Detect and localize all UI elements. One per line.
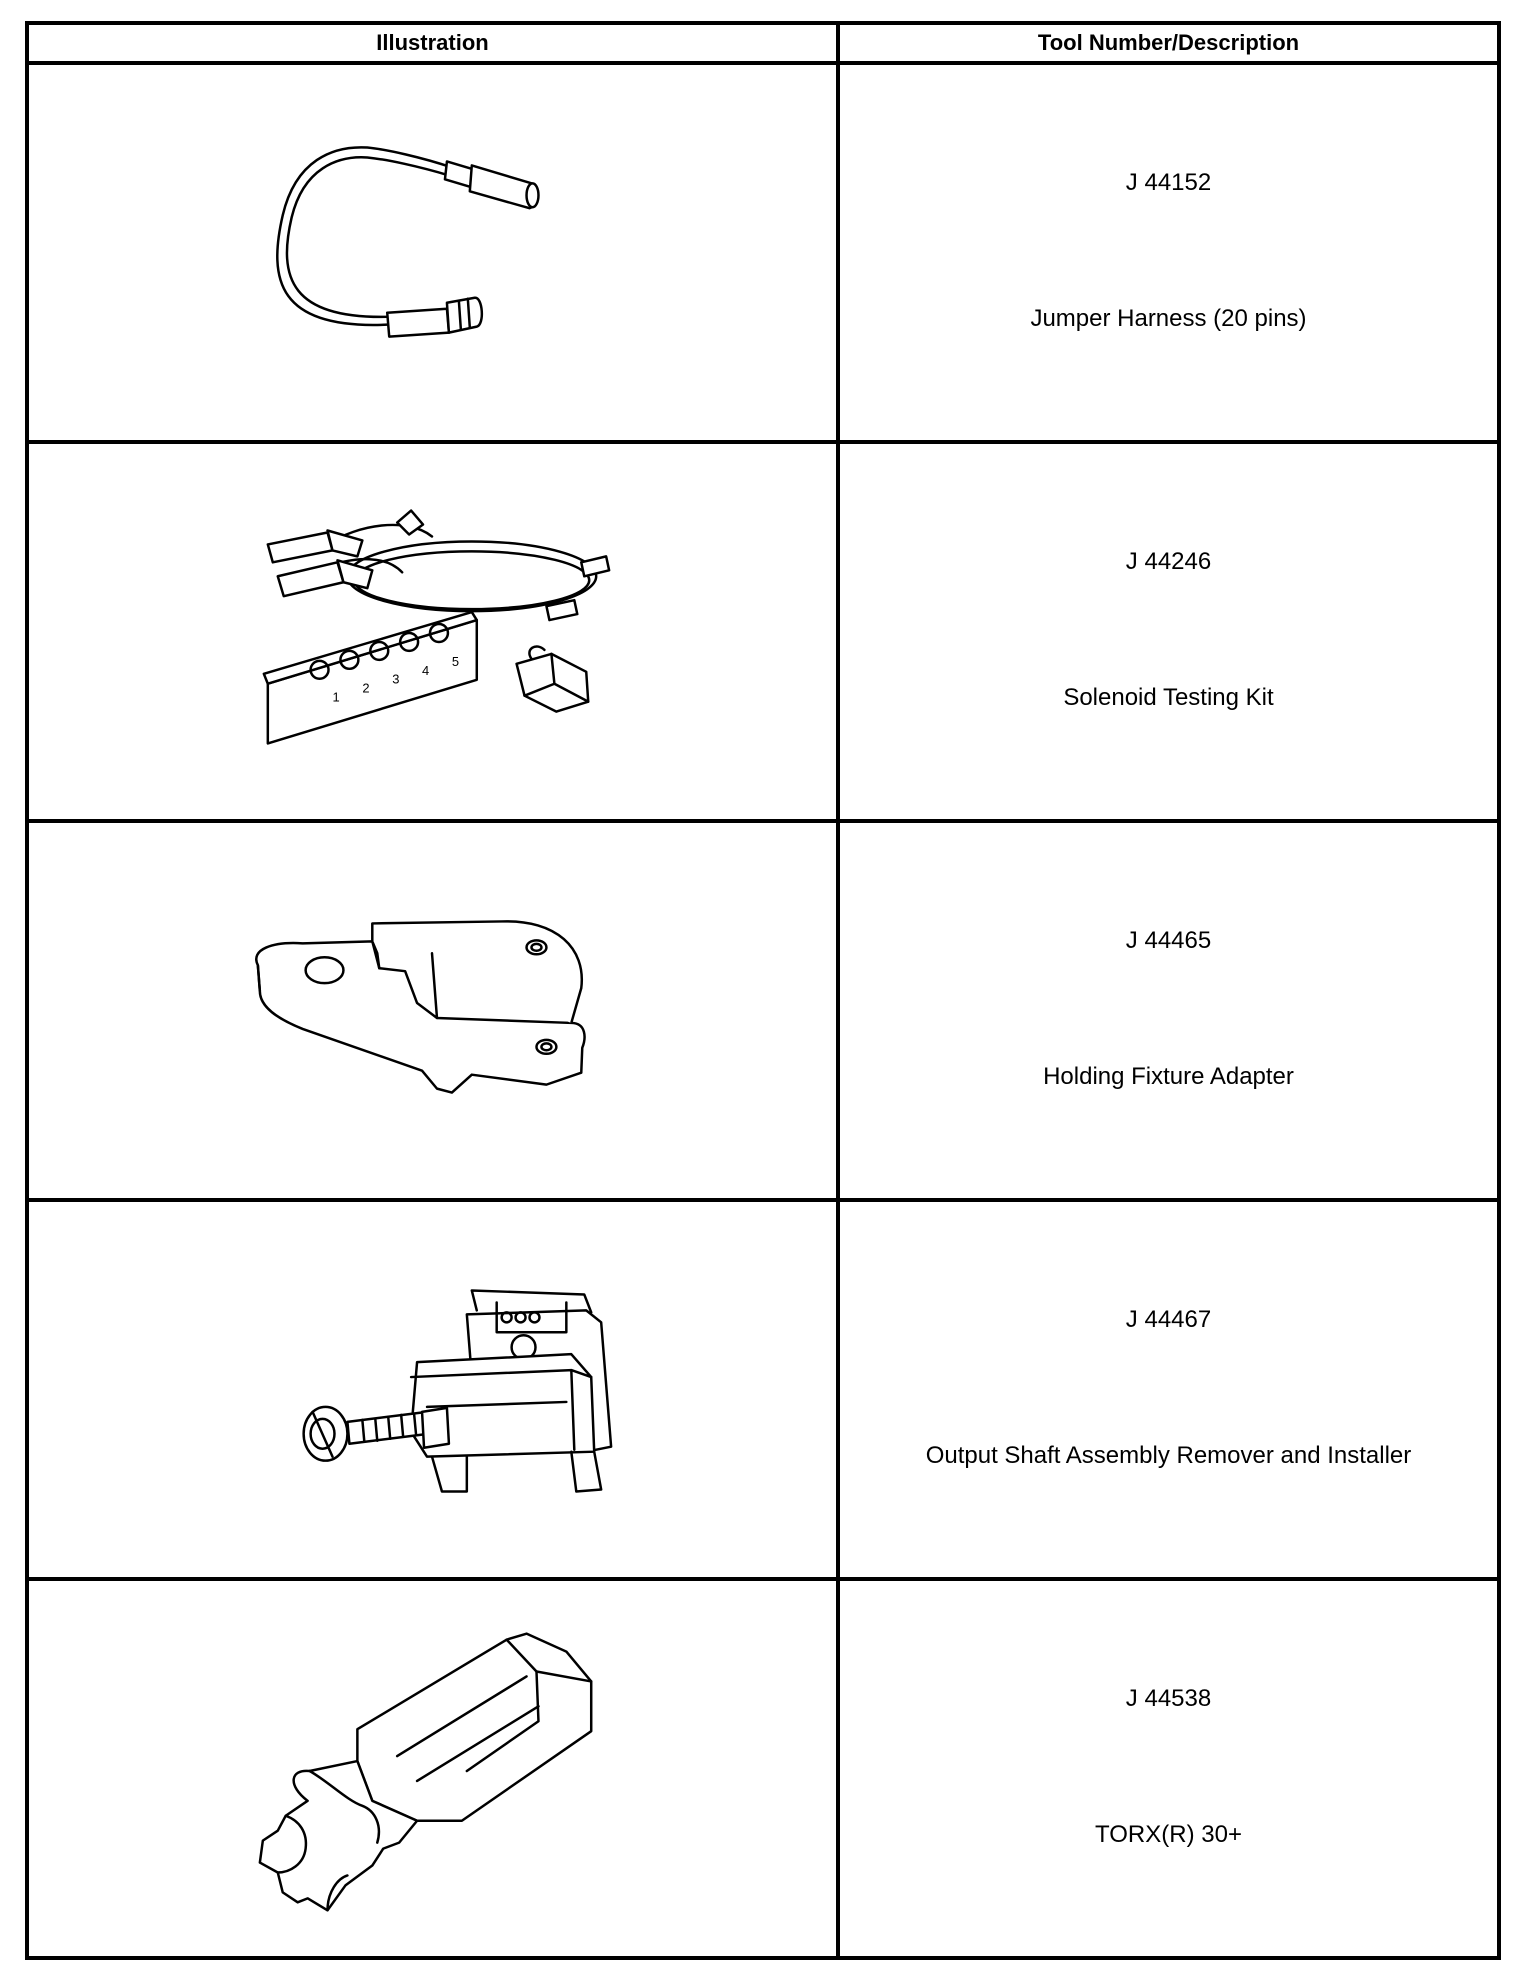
tool-description: Holding Fixture Adapter [1043, 1063, 1294, 1090]
tool-number: J 44152 [1125, 169, 1212, 196]
torx-bit-icon [258, 1632, 593, 1912]
description-cell: J 44152 Jumper Harness (20 pins) [836, 61, 1501, 444]
kit-label: 4 [422, 663, 429, 678]
special-tools-table: Illustration Tool Number/Description J [25, 21, 1501, 1960]
kit-label: 3 [392, 672, 399, 687]
illustration-cell [25, 61, 840, 444]
illustration-cell [25, 1198, 840, 1581]
table-row: J 44467 Output Shaft Assembly Remover an… [25, 1198, 1501, 1581]
jumper-harness-icon [276, 146, 540, 338]
description-cell: J 44246 Solenoid Testing Kit [836, 440, 1501, 823]
illustration-cell: 1 2 3 4 5 [25, 440, 840, 823]
solenoid-testing-kit-icon: 1 2 3 4 5 [262, 509, 611, 745]
header-illustration: Illustration [25, 21, 840, 65]
tool-number: J 44465 [1125, 927, 1212, 954]
table-header-row: Illustration Tool Number/Description [25, 21, 1501, 65]
table-row: J 44465 Holding Fixture Adapter [25, 819, 1501, 1202]
kit-label: 5 [452, 654, 459, 669]
description-cell: J 44538 TORX(R) 30+ [836, 1577, 1501, 1960]
table-row: J 44538 TORX(R) 30+ [25, 1577, 1501, 1960]
tool-description: Output Shaft Assembly Remover and Instal… [925, 1442, 1412, 1469]
tool-description: TORX(R) 30+ [1095, 1821, 1242, 1848]
tool-description: Jumper Harness (20 pins) [1030, 305, 1307, 332]
holding-fixture-adapter-icon [255, 920, 586, 1094]
table-row: 1 2 3 4 5 J 44246 Solenoid Testing Kit [25, 440, 1501, 823]
kit-label: 2 [362, 681, 369, 696]
kit-label: 1 [332, 690, 339, 705]
illustration-cell [25, 1577, 840, 1960]
output-shaft-remover-icon [302, 1289, 613, 1493]
header-tool-number-description: Tool Number/Description [836, 21, 1501, 65]
description-cell: J 44465 Holding Fixture Adapter [836, 819, 1501, 1202]
tool-number: J 44538 [1125, 1685, 1212, 1712]
table-row: J 44152 Jumper Harness (20 pins) [25, 61, 1501, 444]
illustration-cell [25, 819, 840, 1202]
tool-number: J 44467 [1125, 1306, 1212, 1333]
description-cell: J 44467 Output Shaft Assembly Remover an… [836, 1198, 1501, 1581]
tool-description: Solenoid Testing Kit [1063, 684, 1274, 711]
tool-number: J 44246 [1125, 548, 1212, 575]
